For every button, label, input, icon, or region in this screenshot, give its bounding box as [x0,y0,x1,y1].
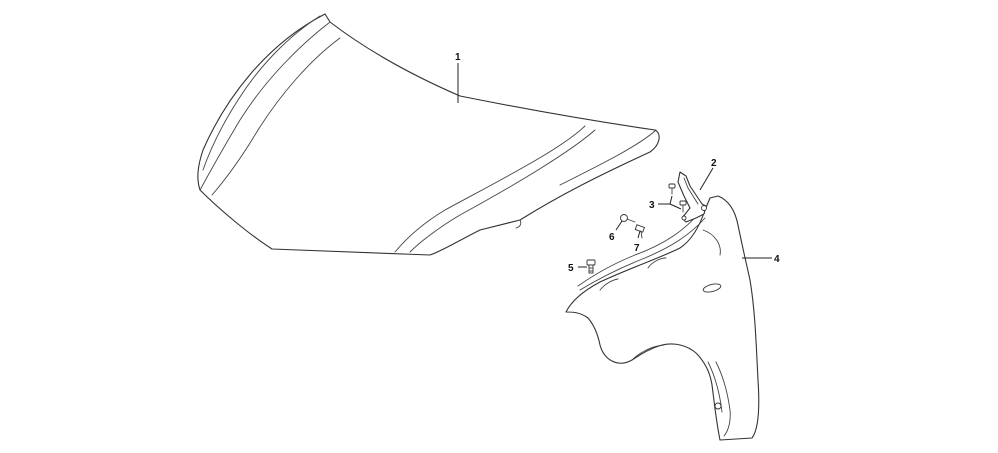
fender-screw-icon [620,214,636,223]
callout-4: 4 [774,254,780,265]
callout-3: 3 [649,200,655,211]
leader-lines [457,63,772,268]
callout-6: 6 [609,232,615,243]
fender-clip-icon [634,224,646,239]
hood-panel-icon [197,13,660,256]
fender-bolt-icon [586,259,596,274]
leader-6 [615,220,623,231]
callout-1: 1 [455,52,461,63]
leader-2 [699,167,714,191]
hinge-bolt-icon [668,183,687,213]
callout-5: 5 [568,263,574,274]
leader-3 [658,195,682,210]
callout-2: 2 [711,158,717,169]
leader-7 [637,230,641,239]
hood-hinge-icon [677,171,707,223]
callout-7: 7 [634,243,640,254]
callout-labels: 1 2 3 4 5 6 7 [455,52,780,274]
front-fender-icon [565,195,760,441]
